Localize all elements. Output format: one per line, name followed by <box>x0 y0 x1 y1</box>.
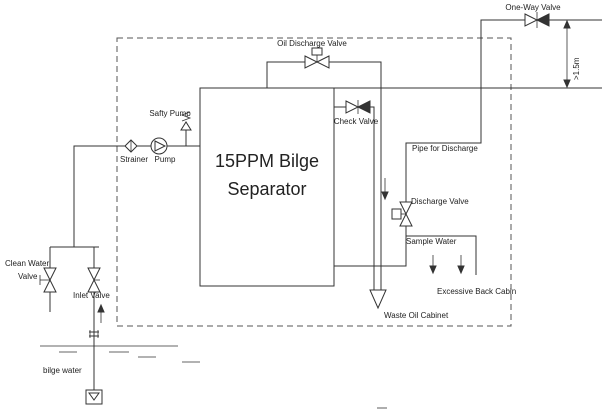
strainer-label: Strainer <box>120 155 148 164</box>
check-valve-pipe <box>334 106 375 298</box>
oil-discharge-valve-label: Oil Discharge Valve <box>277 39 347 48</box>
sample-water-label: Sample Water <box>406 237 457 246</box>
oil-discharge-valve <box>304 47 330 69</box>
excessive-back-cabin-label: Excessive Back Cabin <box>437 287 516 296</box>
sample-arrow-2 <box>457 265 465 275</box>
one-way-valve <box>524 12 550 28</box>
safety-pump-label: Safty Pump <box>149 109 191 118</box>
foot-valve <box>85 389 103 405</box>
bulkhead-flange <box>89 330 99 338</box>
discharge-valve-label: Discharge Valve <box>411 197 469 206</box>
waste-oil-cabinet <box>369 289 387 310</box>
inlet-flow-arrow <box>97 303 105 313</box>
one-way-valve-label: One-Way Valve <box>505 3 561 12</box>
pump <box>150 137 168 155</box>
inlet-valve <box>87 267 101 293</box>
clean-water-label: Clean Water <box>5 259 50 268</box>
inlet-valve-label: Inlet Valve <box>73 291 110 300</box>
dimension-arrow-top <box>563 19 571 29</box>
clean-water-valve <box>39 267 57 293</box>
separator-title-line2: Separator <box>227 179 306 199</box>
dimension-arrow-bottom <box>563 79 571 89</box>
check-valve <box>345 100 371 114</box>
equipment-boundary <box>116 37 512 327</box>
discharge-riser <box>405 19 602 213</box>
bilge-water-label: bilge water <box>43 366 82 375</box>
separator-title-line1: 15PPM Bilge <box>215 151 319 171</box>
clean-water-valve-label: Valve <box>18 272 38 281</box>
strainer <box>124 139 138 153</box>
discharge-valve <box>391 201 413 227</box>
pipe-for-discharge-label: Pipe for Discharge <box>412 144 478 153</box>
sample-arrow-1 <box>429 265 437 275</box>
check-valve-label: Check Valve <box>334 117 379 126</box>
waste-oil-cabinet-label: Waste Oil Cabinet <box>384 311 449 320</box>
clean-outlet-pipe <box>334 222 407 267</box>
safety-pump-valve <box>180 111 192 131</box>
height-note-label: >1.5m <box>572 57 581 80</box>
sample-pipe <box>405 226 477 275</box>
pump-label: Pump <box>155 155 176 164</box>
oil-flow-arrow <box>381 191 389 201</box>
